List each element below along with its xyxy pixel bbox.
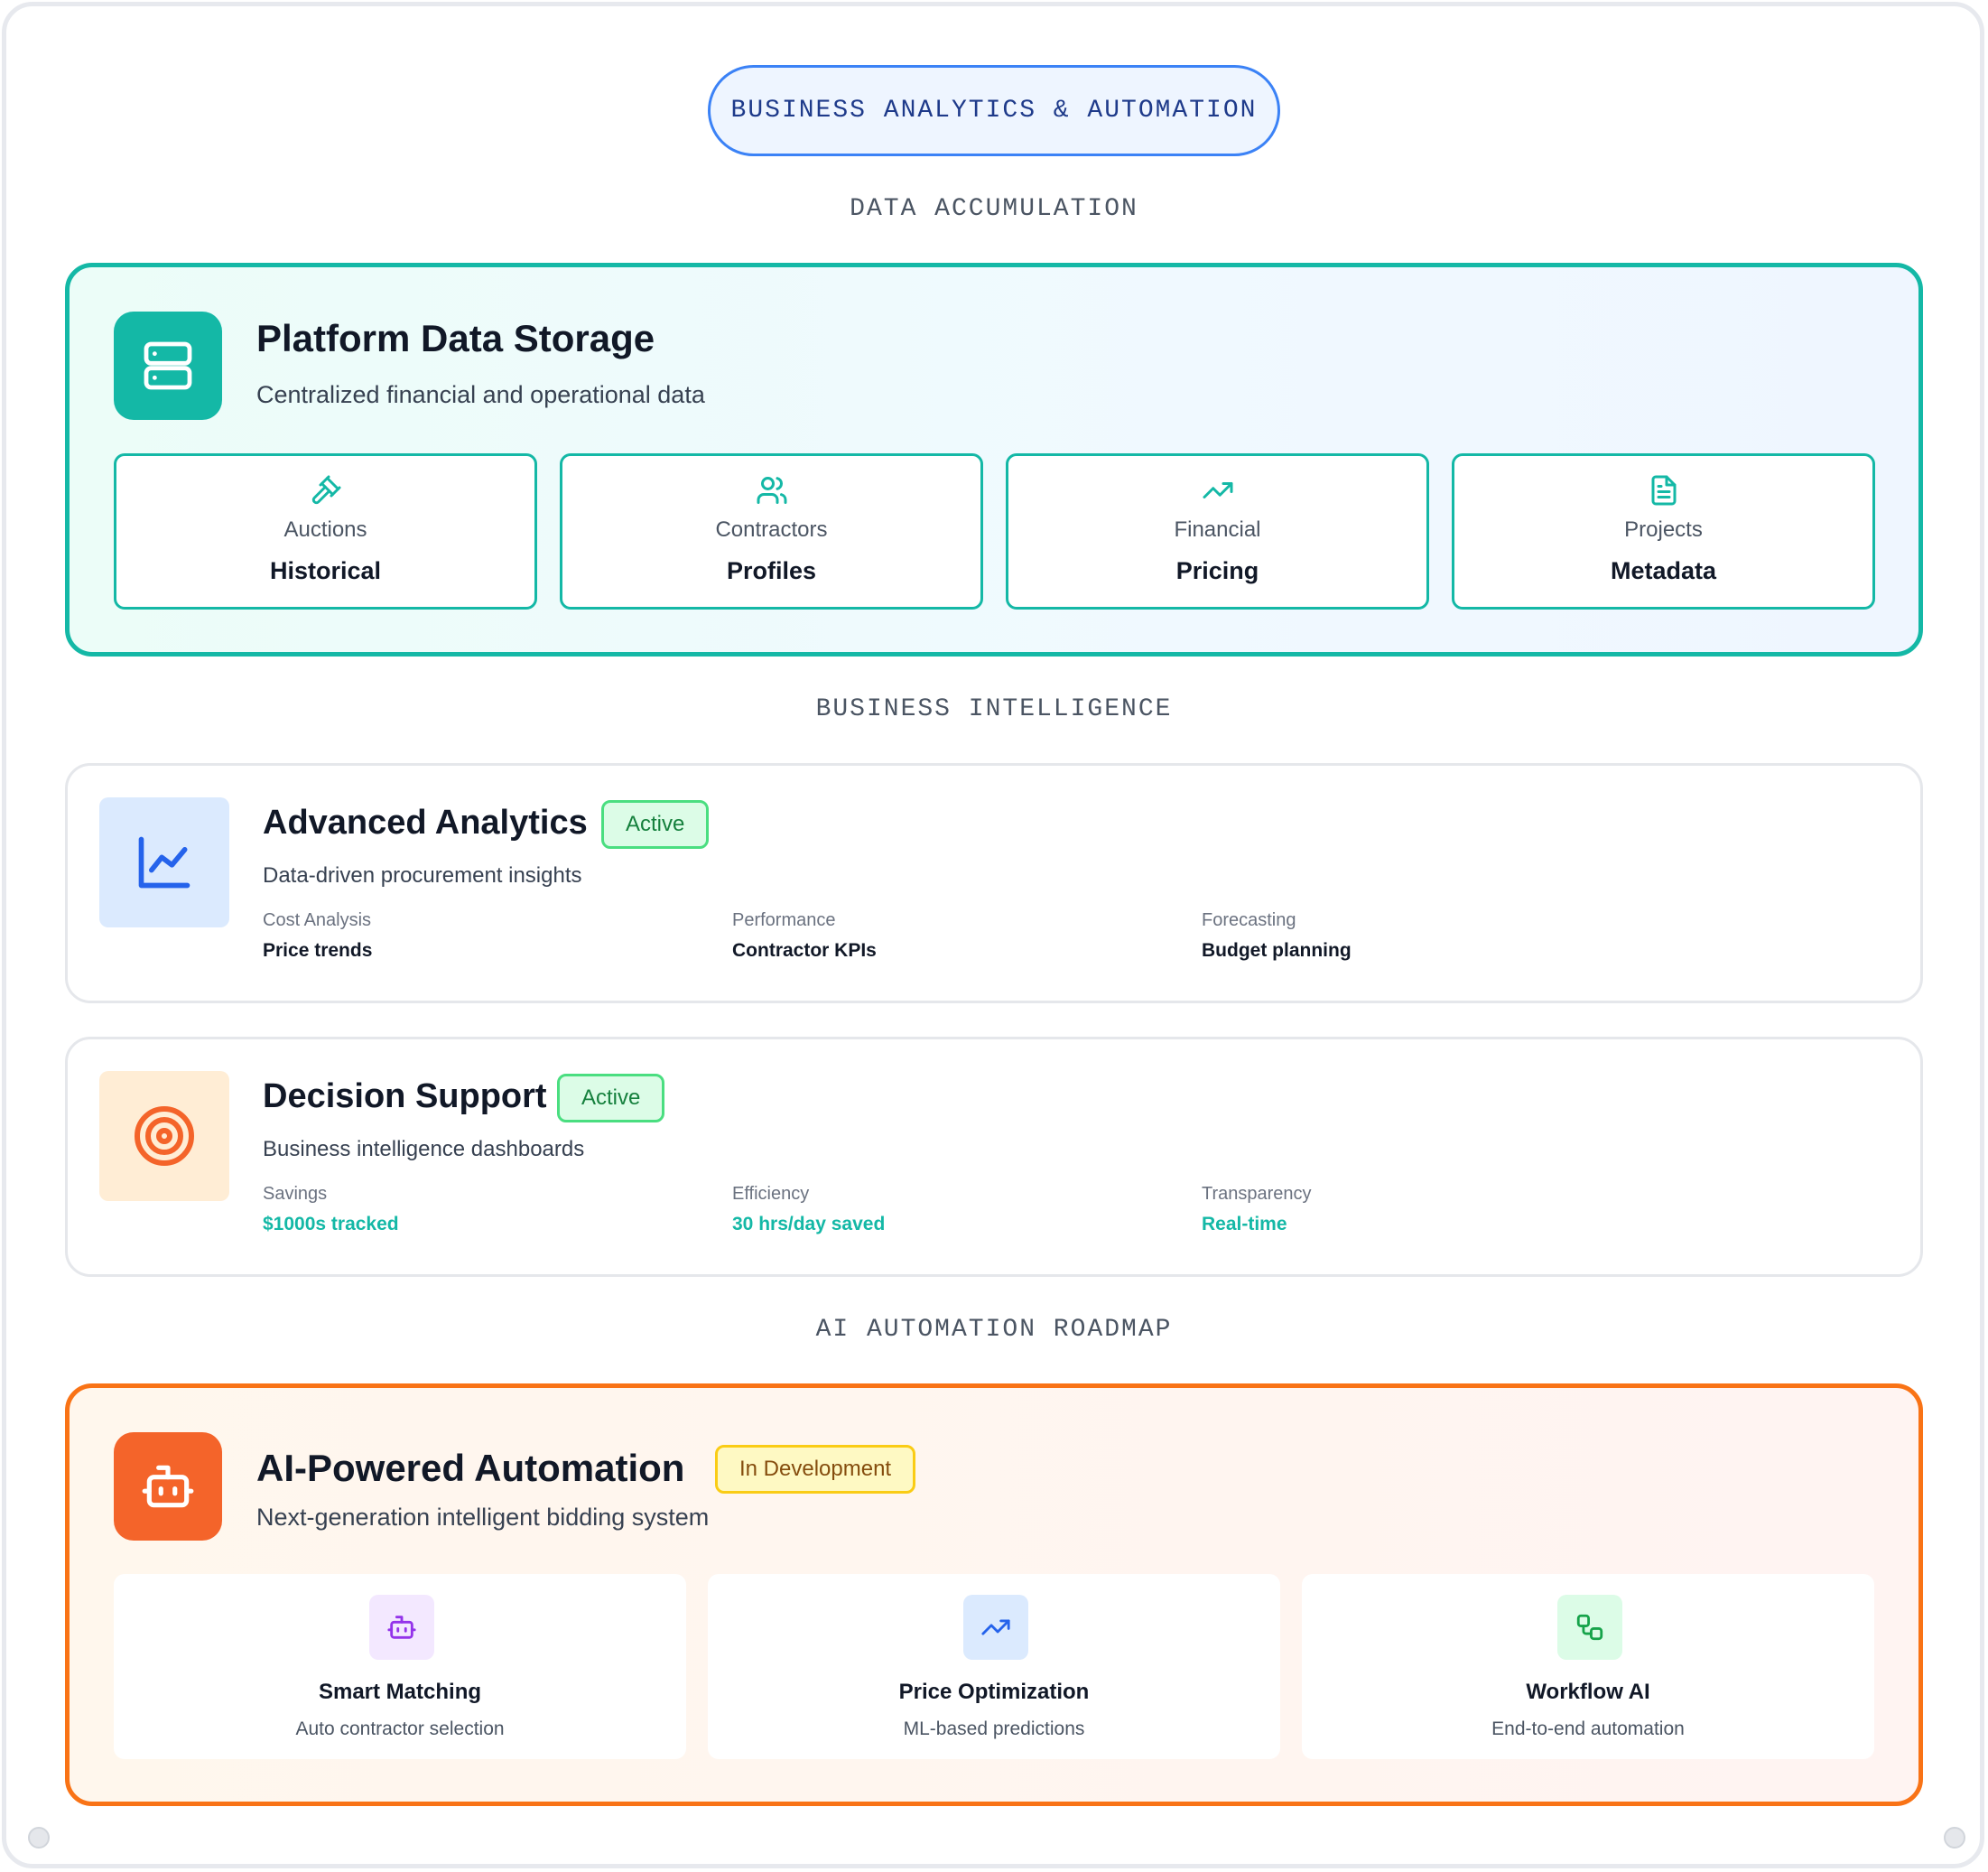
server-icon: [114, 312, 222, 420]
metric-transparency: Transparency Real-time: [1202, 1184, 1312, 1235]
trending-up-icon: [963, 1595, 1028, 1660]
ai-automation-card: AI-Powered Automation In Development Nex…: [65, 1383, 1923, 1806]
source-card-contractors: Contractors Profiles: [560, 453, 983, 610]
metric-label: Efficiency: [732, 1184, 810, 1204]
gavel-icon: [116, 474, 534, 507]
metric-performance: Performance Contractor KPIs: [732, 910, 877, 962]
bot-icon: [369, 1595, 434, 1660]
metric-value: Price trends: [263, 940, 373, 961]
workflow-icon: [1557, 1595, 1622, 1660]
feature-title: Workflow AI: [1526, 1680, 1650, 1704]
metric-cost-analysis: Cost Analysis Price trends: [263, 910, 372, 962]
metric-value: Real-time: [1202, 1214, 1287, 1234]
target-icon: [99, 1071, 229, 1201]
source-value: Metadata: [1610, 557, 1717, 584]
source-label: Projects: [1624, 517, 1703, 542]
storage-subtitle: Centralized financial and operational da…: [256, 381, 705, 408]
metric-value: 30 hrs/day saved: [732, 1214, 886, 1234]
metric-efficiency: Efficiency 30 hrs/day saved: [732, 1184, 885, 1235]
feature-workflow-ai: Workflow AI End-to-end automation: [1302, 1574, 1874, 1759]
feature-subtitle: End-to-end automation: [1491, 1718, 1685, 1739]
metric-value: Contractor KPIs: [732, 940, 877, 961]
advanced-analytics-card: Advanced Analytics Active Data-driven pr…: [65, 763, 1923, 1003]
decision-title: Decision Support: [263, 1077, 547, 1115]
decision-subtitle: Business intelligence dashboards: [263, 1137, 585, 1161]
feature-subtitle: ML-based predictions: [903, 1718, 1085, 1739]
metric-savings: Savings $1000s tracked: [263, 1184, 399, 1235]
source-label: Contractors: [715, 517, 828, 542]
users-icon: [562, 474, 980, 507]
file-text-icon: [1454, 474, 1872, 507]
corner-handle-right: [1944, 1827, 1965, 1849]
metric-label: Savings: [263, 1184, 328, 1204]
storage-title: Platform Data Storage: [256, 317, 655, 359]
metric-label: Performance: [732, 910, 836, 930]
source-label: Auctions: [283, 517, 367, 542]
ai-subtitle: Next-generation intelligent bidding syst…: [256, 1504, 710, 1531]
source-value: Pricing: [1175, 557, 1259, 584]
source-value: Profiles: [726, 557, 817, 584]
line-chart-icon: [99, 797, 229, 927]
metric-value: Budget planning: [1202, 940, 1352, 961]
platform-data-storage-card: Platform Data Storage Centralized financ…: [65, 263, 1923, 657]
analytics-subtitle: Data-driven procurement insights: [263, 863, 582, 888]
source-label: Financial: [1174, 517, 1261, 542]
header-pill: BUSINESS ANALYTICS & AUTOMATION: [708, 65, 1280, 156]
analytics-title: Advanced Analytics: [263, 804, 588, 842]
source-card-auctions: Auctions Historical: [114, 453, 537, 610]
status-badge: Active: [557, 1074, 665, 1122]
feature-title: Price Optimization: [898, 1680, 1090, 1704]
feature-price-optimization: Price Optimization ML-based predictions: [708, 1574, 1280, 1759]
metric-label: Forecasting: [1202, 910, 1296, 930]
source-value: Historical: [269, 557, 382, 584]
bot-icon: [114, 1432, 222, 1541]
source-card-financial: Financial Pricing: [1006, 453, 1429, 610]
trending-up-icon: [1008, 474, 1426, 507]
section-label-bi: BUSINESS INTELLIGENCE: [815, 695, 1173, 723]
decision-support-card: Decision Support Active Business intelli…: [65, 1037, 1923, 1277]
feature-title: Smart Matching: [318, 1680, 482, 1704]
metric-label: Cost Analysis: [263, 910, 372, 930]
source-card-projects: Projects Metadata: [1452, 453, 1875, 610]
section-label-ai: AI AUTOMATION ROADMAP: [815, 1316, 1173, 1344]
ai-title: AI-Powered Automation: [256, 1447, 685, 1489]
metric-label: Transparency: [1202, 1184, 1312, 1204]
metric-value: $1000s tracked: [263, 1214, 399, 1234]
corner-handle-left: [28, 1827, 50, 1849]
status-badge: Active: [601, 800, 710, 849]
metric-forecasting: Forecasting Budget planning: [1202, 910, 1352, 962]
section-label-data: DATA ACCUMULATION: [850, 195, 1138, 223]
feature-subtitle: Auto contractor selection: [295, 1718, 505, 1739]
feature-smart-matching: Smart Matching Auto contractor selection: [114, 1574, 686, 1759]
status-badge: In Development: [715, 1445, 916, 1494]
